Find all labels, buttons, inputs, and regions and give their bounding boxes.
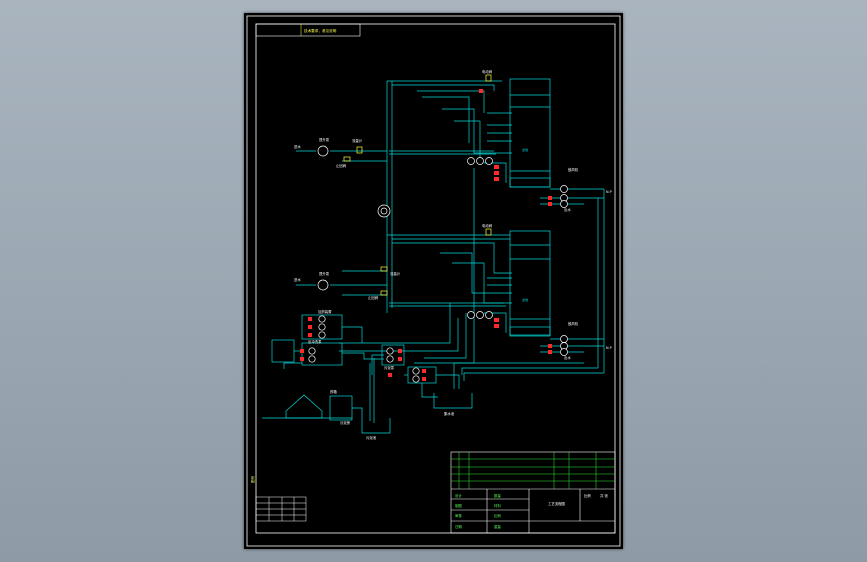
instruments	[343, 74, 492, 296]
label-mid-valve: 电动阀	[482, 223, 493, 228]
tb-row-3: 日期	[455, 524, 462, 529]
title-block-grid	[451, 452, 615, 489]
inlet-pump-2	[317, 279, 329, 291]
tb-cell-0: 数量	[494, 493, 501, 498]
outer-frame	[246, 15, 621, 547]
label-sludge-house: 污泥房	[340, 420, 351, 425]
inlet-pump-1	[317, 145, 329, 157]
tb-row-0: 设计	[455, 493, 462, 498]
label-top-valve: 电动阀	[482, 69, 493, 74]
label-pump-2: 提升泵	[319, 271, 330, 276]
drawing-sheet: 技术要求，参见说明	[244, 13, 623, 549]
tb-sheet: 共 张	[600, 493, 608, 498]
label-sludge-pump: 污泥泵	[384, 365, 395, 370]
label-backwash: 反冲洗泵	[308, 339, 322, 344]
label-blower-1: 鼓风机	[568, 167, 579, 172]
tb-row-2: 审核	[455, 513, 462, 518]
label-chem-tank: 药箱	[330, 389, 337, 394]
label-sump-2: 污泥池	[366, 435, 377, 440]
drawing-title: 工艺流程图	[548, 501, 566, 506]
tb-scale: 比例	[584, 493, 591, 498]
inner-frame	[255, 23, 616, 534]
label-outlet-2: 出水	[564, 355, 571, 360]
label-outlet-1: 出水	[564, 207, 571, 212]
pipe-network	[262, 78, 605, 434]
revision-table	[255, 496, 307, 522]
label-blower-2: 鼓风机	[568, 321, 579, 326]
note-box	[255, 23, 361, 37]
label-dosing: 加药装置	[318, 309, 332, 314]
title-note: 技术要求，参见说明	[304, 28, 337, 33]
label-meter-1: 流量计	[352, 138, 363, 143]
pumps	[308, 145, 568, 383]
title-block	[450, 451, 616, 534]
label-inlet-2: 进水	[294, 277, 301, 282]
valves	[300, 89, 552, 381]
label-pump-1: 提升泵	[319, 137, 330, 142]
label-tank-1: 滤池	[522, 147, 528, 152]
label-inlet-1: 进水	[294, 144, 301, 149]
tb-cell-3: 重量	[494, 524, 501, 529]
side-label: 图号	[250, 475, 255, 483]
label-sump-1: 集水池	[444, 411, 455, 416]
label-np-2: N.P	[606, 346, 612, 350]
label-tank-2: 滤池	[522, 297, 528, 302]
tb-cell-2: 比例	[494, 513, 501, 518]
label-check-1: 止回阀	[336, 163, 347, 168]
process-flow-diagram: 技术要求，参见说明	[246, 15, 621, 547]
label-meter-2: 流量计	[390, 271, 401, 276]
tb-cell-1: 材料	[494, 503, 501, 508]
label-np-1: N.P	[606, 190, 612, 194]
label-check-2: 止回阀	[368, 295, 379, 300]
tb-row-1: 制图	[455, 503, 462, 508]
